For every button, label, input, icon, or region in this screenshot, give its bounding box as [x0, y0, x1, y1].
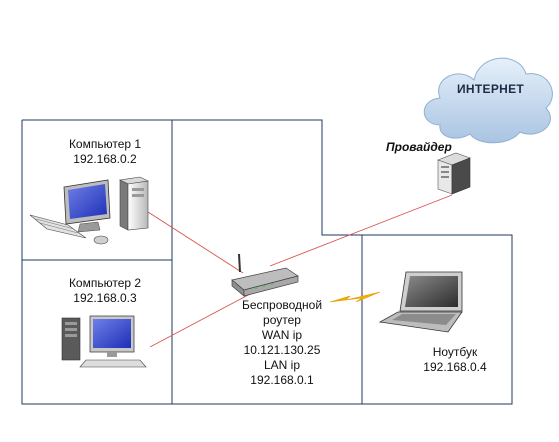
laptop-label: Ноутбук 192.168.0.4	[405, 345, 505, 375]
computer1-icon	[29, 176, 149, 245]
computer2-label: Компьютер 2 192.168.0.3	[55, 276, 155, 306]
computer1-name: Компьютер 1	[68, 137, 142, 151]
cables	[147, 194, 453, 348]
provider-label: Провайдер	[386, 140, 452, 154]
computer2-ip: 192.168.0.3	[73, 291, 137, 305]
wireless-signal-icon	[329, 291, 381, 303]
router-line1: Беспроводной	[241, 298, 323, 312]
router-line3: WAN ip	[261, 328, 303, 342]
router-icon	[231, 253, 299, 297]
router-label: Беспроводной роутер WAN ip 10.121.130.25…	[232, 298, 332, 388]
router-line5: LAN ip	[263, 358, 301, 372]
router-line4: 10.121.130.25	[243, 343, 321, 357]
laptop-name: Ноутбук	[432, 345, 478, 359]
computer1-label: Компьютер 1 192.168.0.2	[55, 137, 155, 167]
computer1-ip: 192.168.0.2	[73, 152, 137, 166]
room-borders	[21, 119, 513, 405]
router-line2: роутер	[263, 313, 301, 327]
computer2-icon	[61, 315, 147, 368]
computer2-name: Компьютер 2	[68, 276, 142, 290]
internet-cloud-icon	[423, 57, 553, 144]
provider-server-icon	[437, 152, 471, 195]
laptop-icon	[378, 271, 463, 333]
router-line6: 192.168.0.1	[250, 373, 314, 387]
internet-label: ИНТЕРНЕТ	[457, 82, 525, 96]
laptop-ip: 192.168.0.4	[423, 360, 487, 374]
